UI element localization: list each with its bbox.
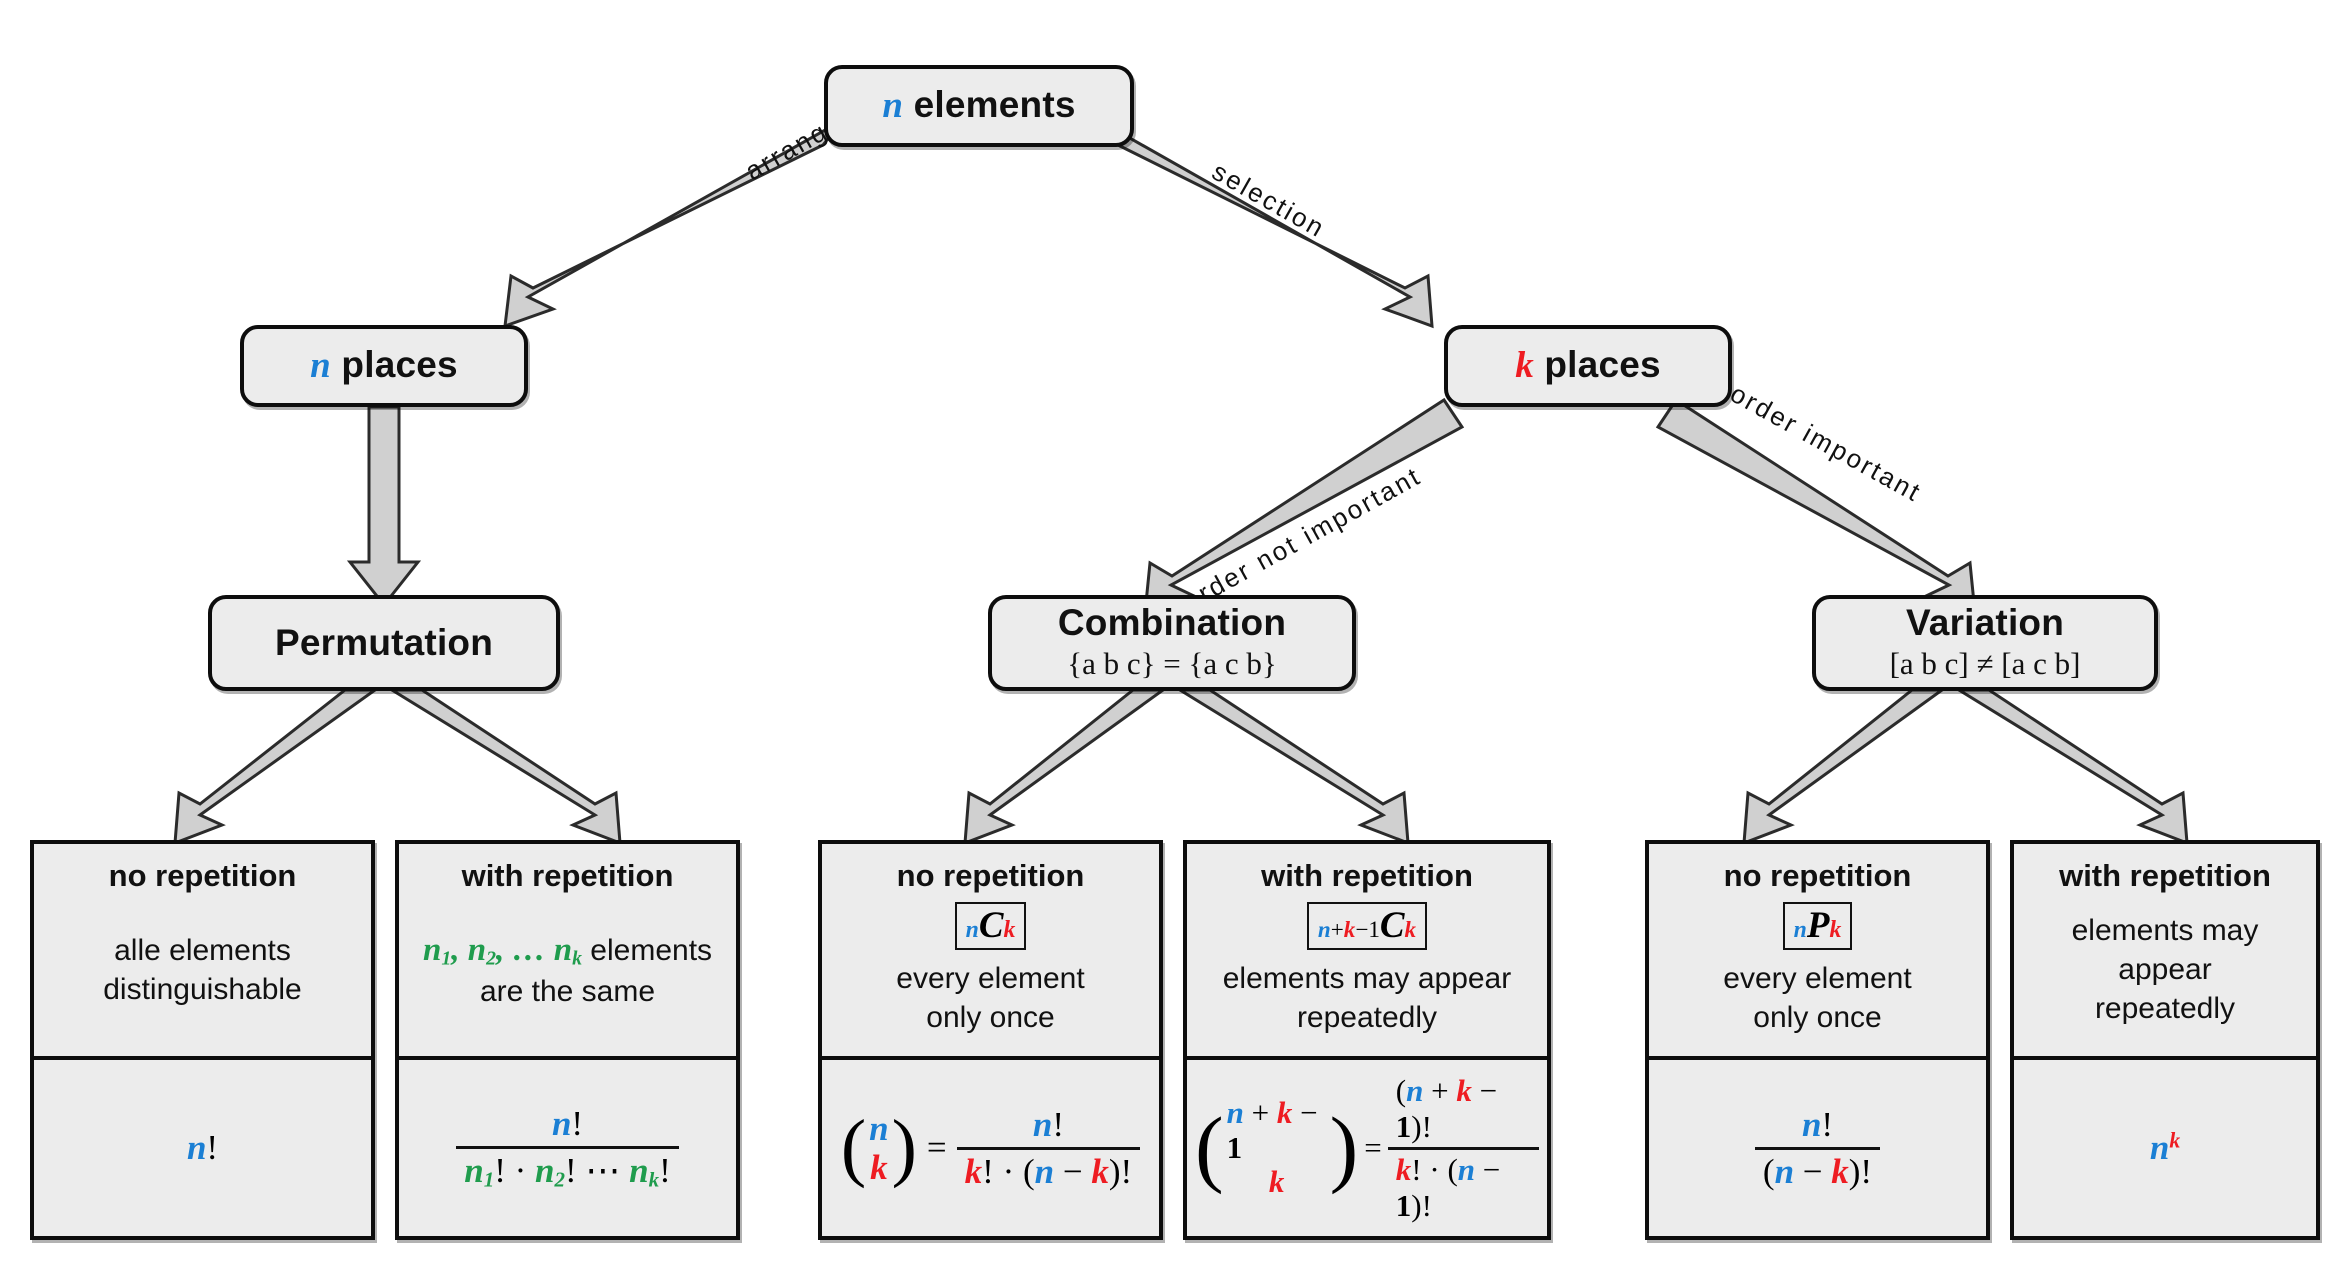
node-n-places-label: n places <box>310 344 458 387</box>
equals-sign: = <box>926 1128 947 1167</box>
fraction-denominator: (n − k)! <box>1754 1146 1881 1192</box>
leaf-desc-line2: repeatedly <box>1296 1000 1438 1034</box>
fraction-numerator: n! <box>551 1103 584 1143</box>
leaf-formula: n! (n − k)! <box>1649 1060 1986 1236</box>
leaf-desc-line1: every element <box>896 961 1085 995</box>
node-k-places[interactable]: k places <box>1444 325 1732 407</box>
leaf-desc-line2: are the same <box>479 974 656 1008</box>
notation-nPk: nPk <box>1782 901 1853 950</box>
leaf-desc-line2: only once <box>1753 1000 1882 1034</box>
leaf-description: every element only once <box>1723 959 1911 1037</box>
leaf-header: no repetition <box>1723 858 1912 893</box>
leaf-permutation-no-repetition[interactable]: no repetition alle elements distinguisha… <box>30 840 375 1240</box>
node-variation-subtitle: [a b c] ≠ [a c b] <box>1889 646 2081 682</box>
equals-sign: = <box>1364 1130 1382 1165</box>
leaf-top: no repetition nPk every element only onc… <box>1649 844 1986 1060</box>
var-n: n <box>882 85 904 127</box>
fraction: n! (n − k)! <box>1754 1104 1881 1192</box>
node-n-elements-text: elements <box>903 84 1076 126</box>
fraction: (n + k − 1)! k! · (n − 1)! <box>1387 1072 1539 1224</box>
leaf-formula: n! <box>34 1060 371 1236</box>
equation: ( n + k − 1 k ) = (n + k − 1)! k! · (n −… <box>1195 1073 1539 1224</box>
node-k-places-label: k places <box>1515 344 1661 387</box>
leaf-formula: ( n + k − 1 k ) = (n + k − 1)! k! · (n −… <box>1187 1060 1547 1236</box>
leaf-desc-line1: alle elements <box>114 933 291 967</box>
fraction: n! k! · (n − k)! <box>956 1104 1141 1192</box>
leaf-desc-line2: distinguishable <box>103 972 302 1006</box>
node-n-elements-label: n elements <box>882 84 1076 127</box>
leaf-description: every element only once <box>896 959 1084 1037</box>
node-n-places[interactable]: n places <box>240 325 528 407</box>
leaf-top: with repetition n1, n2, … nk elements ar… <box>399 844 736 1060</box>
binomial-coefficient: ( n + k − 1 k ) <box>1195 1094 1359 1200</box>
arrow-var-no-rep <box>1742 688 1947 846</box>
leaf-header: no repetition <box>108 858 297 893</box>
fraction-denominator: k! · (n − 1)! <box>1387 1146 1539 1224</box>
power-expression: nk <box>2149 1128 2181 1167</box>
fraction-denominator: k! · (n − k)! <box>956 1146 1141 1192</box>
leaf-top: no repetition nCk every element only onc… <box>822 844 1159 1060</box>
node-permutation-title: Permutation <box>274 621 494 663</box>
arrow-comb-no-rep <box>963 688 1168 846</box>
node-combination-title: Combination <box>1057 601 1287 643</box>
var-n: n <box>310 345 331 387</box>
leaf-formula: ( n k ) = n! k! · (n − k)! <box>822 1060 1159 1236</box>
leaf-permutation-with-repetition[interactable]: with repetition n1, n2, … nk elements ar… <box>395 840 740 1240</box>
arrow-perm-no-rep <box>173 688 380 846</box>
leaf-header: with repetition <box>2059 858 2271 893</box>
node-variation[interactable]: Variation [a b c] ≠ [a c b] <box>1812 595 2158 691</box>
fraction-denominator: n1! · n2! ⋯ nk! <box>456 1145 679 1193</box>
notation-nCk: nCk <box>954 901 1027 950</box>
node-n-elements[interactable]: n elements <box>824 65 1134 147</box>
leaf-top: with repetition elements may appear repe… <box>2014 844 2316 1060</box>
arrow-n-places-permutation <box>346 405 422 608</box>
node-k-places-text: places <box>1533 344 1661 386</box>
fraction-numerator: n! <box>1801 1104 1834 1144</box>
node-combination[interactable]: Combination {a b c} = {a c b} <box>988 595 1356 691</box>
leaf-top: with repetition n+k−1Ck elements may app… <box>1187 844 1547 1060</box>
leaf-description: elements may appear repeatedly <box>2022 911 2308 1028</box>
vars-n-subscripted: n1, n2, … nk <box>422 931 582 970</box>
leaf-variation-with-repetition[interactable]: with repetition elements may appear repe… <box>2010 840 2320 1240</box>
factorial-sign: ! <box>206 1128 219 1167</box>
leaf-formula: nk <box>2014 1060 2316 1236</box>
edge-label-order-important: order important <box>1725 378 1928 508</box>
leaf-combination-no-repetition[interactable]: no repetition nCk every element only onc… <box>818 840 1163 1240</box>
node-permutation[interactable]: Permutation <box>208 595 560 691</box>
leaf-desc-line1: every element <box>1723 961 1912 995</box>
leaf-desc-line1: elements may appear <box>1222 961 1512 995</box>
node-variation-title: Variation <box>1905 601 2065 643</box>
edge-label-selection: selection <box>1207 156 1331 244</box>
notation-n-plus-k-minus-1-C-k: n+k−1Ck <box>1306 901 1428 950</box>
leaf-combination-with-repetition[interactable]: with repetition n+k−1Ck elements may app… <box>1183 840 1551 1240</box>
var-n: n <box>186 1128 207 1167</box>
edge-label-order-not-important: order not important <box>1178 460 1427 617</box>
leaf-variation-no-repetition[interactable]: no repetition nPk every element only onc… <box>1645 840 1990 1240</box>
binomial-coefficient: ( n k ) <box>840 1105 917 1190</box>
leaf-header: no repetition <box>896 858 1085 893</box>
leaf-formula: n! n1! · n2! ⋯ nk! <box>399 1060 736 1236</box>
equation: ( n k ) = n! k! · (n − k)! <box>840 1104 1141 1192</box>
leaf-header: with repetition <box>461 858 674 893</box>
fraction-numerator: n! <box>1032 1104 1064 1144</box>
node-n-places-text: places <box>330 344 458 386</box>
fraction: n! n1! · n2! ⋯ nk! <box>456 1104 679 1193</box>
leaf-desc-line2: repeatedly <box>2094 992 2236 1026</box>
node-combination-subtitle: {a b c} = {a c b} <box>1067 646 1277 682</box>
leaf-description: elements may appear repeatedly <box>1223 959 1512 1037</box>
leaf-desc-word-elements: elements <box>590 933 713 967</box>
leaf-top: no repetition alle elements distinguisha… <box>34 844 371 1060</box>
fraction-numerator: (n + k − 1)! <box>1395 1072 1498 1144</box>
var-k: k <box>1515 345 1534 387</box>
arrow-perm-with-rep <box>386 688 622 846</box>
leaf-desc-line2: only once <box>926 1000 1055 1034</box>
arrow-selection <box>1096 118 1434 329</box>
arrow-var-with-rep <box>1953 688 2189 846</box>
leaf-desc-line1: elements may appear <box>2071 914 2259 987</box>
leaf-header: with repetition <box>1261 858 1473 893</box>
leaf-description: n1, n2, … nk elements are the same <box>423 929 712 1011</box>
leaf-description: alle elements distinguishable <box>103 931 301 1009</box>
arrow-comb-with-rep <box>1174 688 1410 846</box>
